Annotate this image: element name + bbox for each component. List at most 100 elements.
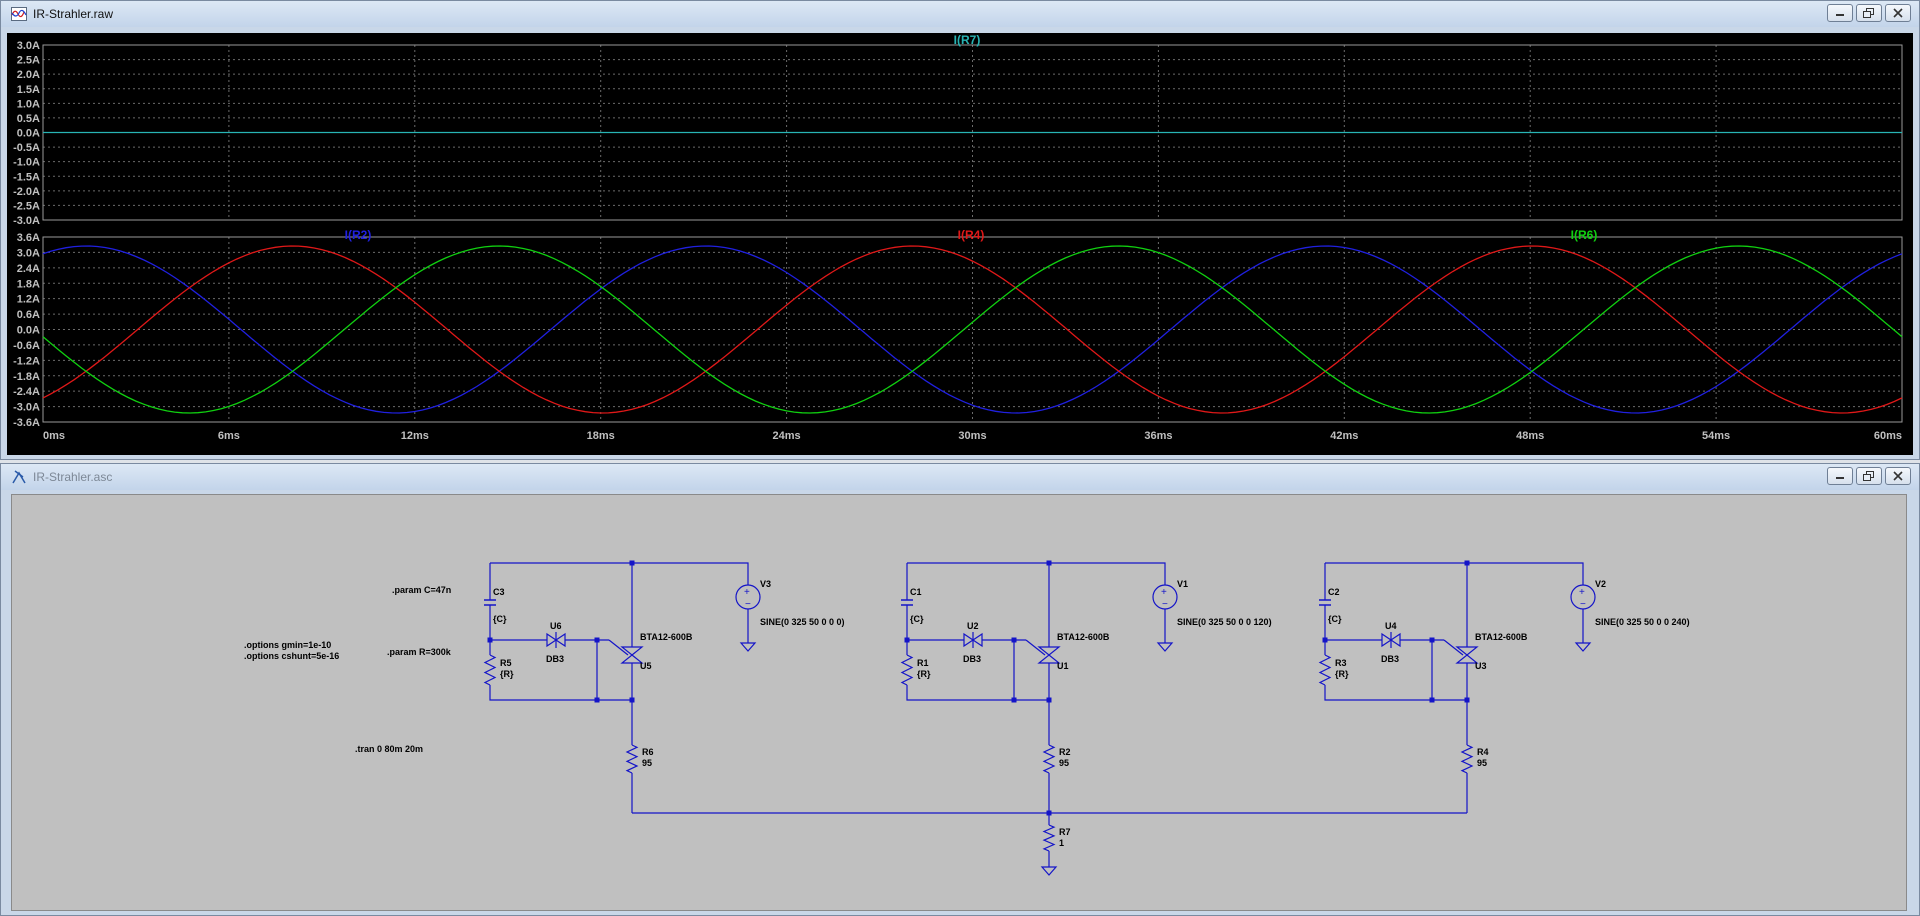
x-tick-label: 0ms [43,430,65,442]
y-tick-label: -0.6A [13,340,40,352]
minimize-icon [1836,477,1844,479]
model-u4[interactable]: DB3 [1381,654,1399,664]
value-r5[interactable]: {R} [500,669,514,679]
waveform-titlebar[interactable]: IR-Strahler.raw [1,1,1919,27]
schematic-stages: +−C3{C}R5{R}U6DB3BTA12-600BU5R695V3SINE(… [483,560,1690,814]
label-u5[interactable]: U5 [640,661,652,671]
value-r7[interactable]: 1 [1059,838,1064,848]
label-r6[interactable]: R6 [642,747,654,757]
label-r1[interactable]: R1 [917,658,929,668]
value-r1[interactable]: {R} [917,669,931,679]
y-tick-label: 0.0A [17,325,40,337]
label-u1[interactable]: U1 [1057,661,1069,671]
label-v2[interactable]: V2 [1595,579,1606,589]
restore-icon [1863,471,1874,481]
value-r4[interactable]: 95 [1477,758,1487,768]
directive-param-r[interactable]: .param R=300k [387,647,452,657]
label-u6[interactable]: U6 [550,621,562,631]
y-tick-label: -1.2A [13,355,40,367]
waveform-window-title: IR-Strahler.raw [33,7,114,21]
schematic-svg[interactable]: +−C3{C}R5{R}U6DB3BTA12-600BU5R695V3SINE(… [12,495,1906,910]
value-v3[interactable]: SINE(0 325 50 0 0 0) [760,617,845,627]
model-u5[interactable]: BTA12-600B [640,632,693,642]
value-c1[interactable]: {C} [910,614,924,624]
schematic-restore-button[interactable] [1856,467,1882,485]
schematic-window-title: IR-Strahler.asc [33,470,113,484]
stage-u1[interactable]: +−C1{C}R1{R}U2DB3BTA12-600BU1R295V1SINE(… [900,560,1272,814]
waveform-minimize-button[interactable] [1827,4,1853,22]
pane1-grid [43,45,1902,220]
plot-svg[interactable]: 3.0A2.5A2.0A1.5A1.0A0.5A0.0A-0.5A-1.0A-1… [7,33,1913,455]
label-v1[interactable]: V1 [1177,579,1188,589]
x-tick-label: 12ms [401,430,429,442]
y-tick-label: -3.6A [13,417,40,429]
waveform-close-button[interactable] [1885,4,1911,22]
model-u6[interactable]: DB3 [546,654,564,664]
schematic-close-button[interactable] [1885,467,1911,485]
y-tick-label: 3.6A [17,232,40,244]
label-r2[interactable]: R2 [1059,747,1071,757]
trace-label-r4[interactable]: I(R4) [958,228,985,242]
value-c3[interactable]: {C} [493,614,507,624]
svg-text:−: − [1580,599,1586,610]
label-r4[interactable]: R4 [1477,747,1489,757]
y-tick-label: -1.5A [13,171,40,183]
x-tick-label: 60ms [1874,430,1902,442]
directive-options-gmin[interactable]: .options gmin=1e-10 [244,640,331,650]
y-tick-label: -2.0A [13,186,40,198]
model-u1[interactable]: BTA12-600B [1057,632,1110,642]
value-r6[interactable]: 95 [642,758,652,768]
value-v2[interactable]: SINE(0 325 50 0 0 240) [1595,617,1690,627]
label-u2[interactable]: U2 [967,621,979,631]
label-r5[interactable]: R5 [500,658,512,668]
restore-icon [1863,8,1874,18]
schematic-app-icon [12,470,26,484]
pane2-grid [43,237,1902,422]
label-c2[interactable]: C2 [1328,587,1340,597]
directive-options-cshunt[interactable]: .options cshunt=5e-16 [244,651,339,661]
label-r3[interactable]: R3 [1335,658,1347,668]
y-tick-label: -3.0A [13,215,40,227]
trace-label-r7[interactable]: I(R7) [954,33,981,47]
trace-label-r6[interactable]: I(R6) [1571,228,1598,242]
svg-text:+: + [1579,587,1585,598]
schematic-common: R71 [632,810,1467,876]
close-icon [1893,8,1903,18]
model-u2[interactable]: DB3 [963,654,981,664]
label-v3[interactable]: V3 [760,579,771,589]
label-c3[interactable]: C3 [493,587,505,597]
value-r3[interactable]: {R} [1335,669,1349,679]
trace-label-r2[interactable]: I(R2) [345,228,372,242]
minimize-icon [1836,14,1844,16]
stage-u5[interactable]: +−C3{C}R5{R}U6DB3BTA12-600BU5R695V3SINE(… [483,560,845,814]
y-tick-label: 1.5A [17,84,40,96]
schematic-titlebar[interactable]: IR-Strahler.asc [1,464,1919,490]
waveform-restore-button[interactable] [1856,4,1882,22]
y-tick-label: -1.8A [13,371,40,383]
trace-ir6[interactable] [42,245,1903,414]
trace-ir4[interactable] [42,245,1903,414]
pane2-y-ticks: 3.6A3.0A2.4A1.8A1.2A0.6A0.0A-0.6A-1.2A-1… [13,232,40,429]
directive-param-c[interactable]: .param C=47n [392,585,451,595]
value-c2[interactable]: {C} [1328,614,1342,624]
value-r2[interactable]: 95 [1059,758,1069,768]
value-v1[interactable]: SINE(0 325 50 0 0 120) [1177,617,1272,627]
y-tick-label: -0.5A [13,142,40,154]
y-tick-label: -2.4A [13,386,40,398]
label-c1[interactable]: C1 [910,587,922,597]
y-tick-label: 0.6A [17,309,40,321]
label-r7[interactable]: R7 [1059,827,1071,837]
x-tick-label: 6ms [218,430,240,442]
directive-tran[interactable]: .tran 0 80m 20m [355,744,423,754]
label-u3[interactable]: U3 [1475,661,1487,671]
label-u4[interactable]: U4 [1385,621,1397,631]
schematic-minimize-button[interactable] [1827,467,1853,485]
model-u3[interactable]: BTA12-600B [1475,632,1528,642]
trace-ir2[interactable] [42,245,1903,414]
